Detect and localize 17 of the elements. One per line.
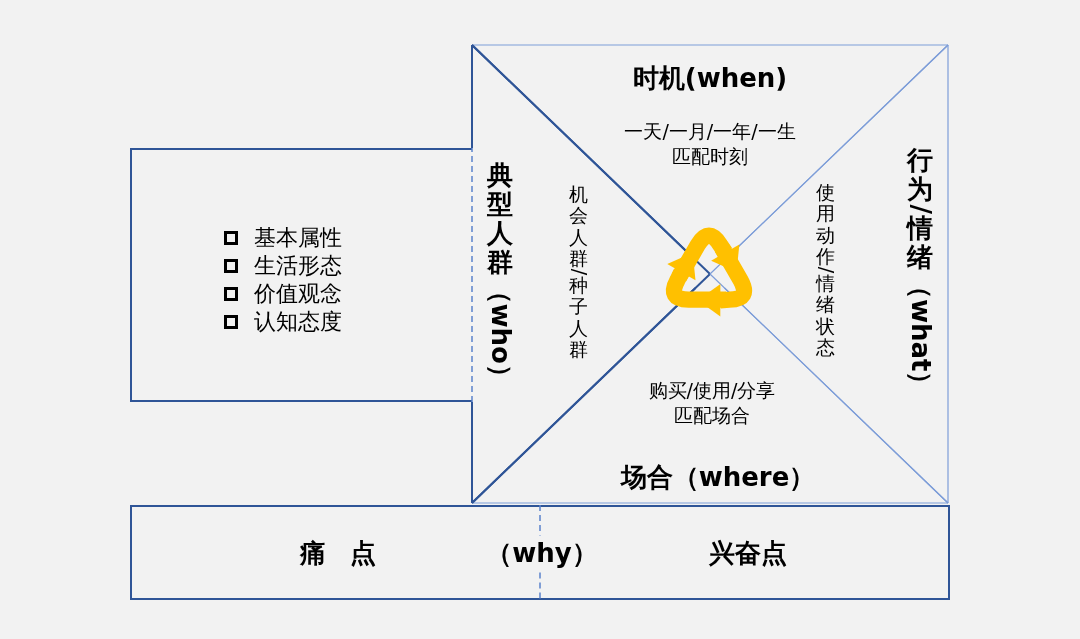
attribute-box	[130, 148, 472, 402]
section-title: 典型人群（who）	[485, 160, 515, 390]
list-item: 价值观念	[254, 280, 342, 308]
band-label: （why）	[486, 538, 598, 570]
section-text: 使用动作/情绪状态	[815, 181, 837, 359]
section-text: 购买/使用/分享匹配场合	[647, 378, 777, 428]
band-label: 兴奋点	[709, 538, 787, 570]
section-title: 场合（where）	[620, 462, 816, 494]
bottom-band	[130, 505, 950, 600]
band-label: 痛 点	[300, 538, 376, 570]
section-text: 一天/一月/一年/一生匹配时刻	[623, 119, 797, 169]
list-item: 基本属性	[254, 224, 342, 252]
section-title: 时机(when)	[632, 63, 788, 95]
list-item: 认知态度	[254, 308, 342, 336]
section-title: 行为/情绪（what）	[905, 146, 935, 398]
section-text: 机会人群/种子人群	[568, 183, 590, 361]
list-item: 生活形态	[254, 252, 342, 280]
